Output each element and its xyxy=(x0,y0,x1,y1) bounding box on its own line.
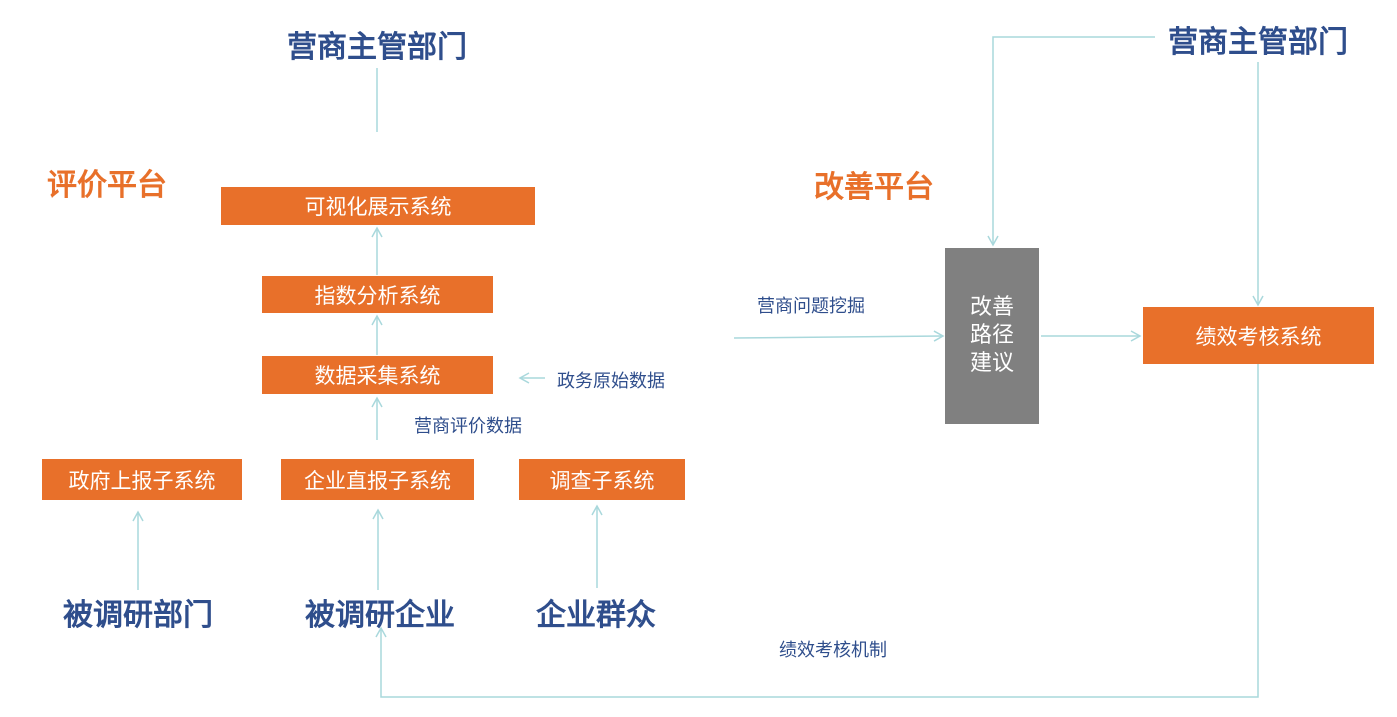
eval-data-label: 营商评价数据 xyxy=(414,416,522,437)
improvement-suggestion-box: 改善 路径 建议 xyxy=(945,248,1039,424)
gov-raw-data-label: 政务原始数据 xyxy=(557,371,665,392)
source-surveyed-depts: 被调研部门 xyxy=(63,598,213,633)
data-collection-system-box: 数据采集系统 xyxy=(262,356,493,394)
performance-mechanism-label: 绩效考核机制 xyxy=(779,640,887,661)
evaluation-platform-title: 评价平台 xyxy=(47,168,167,203)
suggestion-line-1: 改善 xyxy=(969,295,1014,320)
suggestion-line-3: 建议 xyxy=(969,351,1014,376)
gov-report-subsystem-box: 政府上报子系统 xyxy=(42,459,242,500)
left-top-dept: 营商主管部门 xyxy=(287,30,467,65)
problem-mining-label: 营商问题挖掘 xyxy=(757,296,865,317)
arrow-feedback xyxy=(375,364,1259,698)
arrow-dept-to-suggestion xyxy=(987,36,1155,247)
arrow-mining xyxy=(733,330,945,342)
performance-system-box: 绩效考核系统 xyxy=(1143,307,1374,364)
survey-subsystem-box: 调查子系统 xyxy=(519,459,685,500)
visualization-system-box: 可视化展示系统 xyxy=(221,187,535,225)
source-surveyed-enterprises: 被调研企业 xyxy=(305,598,455,633)
source-public: 企业群众 xyxy=(536,598,656,633)
improvement-platform-title: 改善平台 xyxy=(814,170,934,205)
suggestion-line-2: 路径 xyxy=(969,323,1014,348)
index-analysis-system-box: 指数分析系统 xyxy=(262,276,493,313)
enterprise-report-subsystem-box: 企业直报子系统 xyxy=(281,459,474,500)
right-top-dept: 营商主管部门 xyxy=(1168,25,1348,60)
